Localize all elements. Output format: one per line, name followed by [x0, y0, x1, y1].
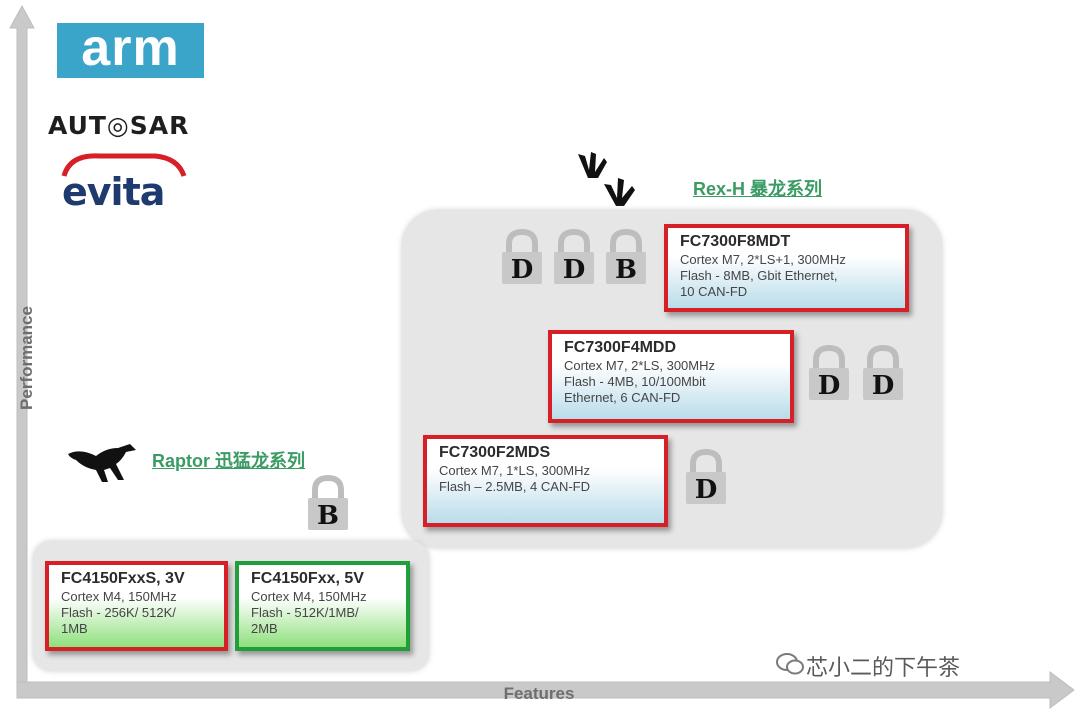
watermark-text: 芯小二的下午茶: [806, 656, 961, 681]
lock-icon: B: [305, 474, 351, 532]
y-axis-arrow: [9, 4, 35, 693]
raptor-series-title: Raptor 迅猛龙系列: [152, 451, 305, 471]
chip-description: Cortex M7, 1*LS, 300MHz Flash – 2.5MB, 4…: [439, 463, 591, 494]
chip-card-fc7300f4mdd: FC7300F4MDD Cortex M7, 2*LS, 300MHz Flas…: [548, 330, 794, 423]
evita-logo-arc-icon: [61, 153, 187, 177]
rex-series-title: Rex-H 暴龙系列: [693, 179, 823, 199]
chip-part-number: FC7300F2MDS: [439, 444, 551, 461]
svg-text:D: D: [563, 255, 586, 285]
chip-description: Cortex M4, 150MHz Flash - 512K/1MB/ 2MB: [251, 589, 367, 636]
dinosaur-footprints-icon: [578, 152, 635, 206]
y-axis-label: Performance: [17, 306, 36, 410]
chip-description: Cortex M7, 2*LS, 300MHz Flash - 4MB, 10/…: [564, 358, 716, 405]
lock-icon: B: [603, 228, 649, 286]
chip-part-number: FC4150Fxx, 5V: [251, 570, 364, 587]
raptor-dinosaur-icon: [68, 444, 136, 482]
svg-text:D: D: [695, 475, 718, 505]
lock-icon: D: [683, 448, 729, 506]
chip-part-number: FC7300F4MDD: [564, 339, 677, 356]
chip-card-fc4150fxx: FC4150Fxx, 5V Cortex M4, 150MHz Flash - …: [235, 561, 410, 651]
lock-icon: D: [551, 228, 597, 286]
chip-part-number: FC7300F8MDT: [680, 233, 791, 250]
evita-logo: evita: [62, 170, 165, 214]
arm-logo: arm: [57, 22, 204, 78]
chip-part-number: FC4150FxxS, 3V: [61, 570, 185, 587]
svg-text:D: D: [818, 371, 841, 401]
wechat-icon: [776, 653, 804, 675]
chip-description: Cortex M7, 2*LS+1, 300MHz Flash - 8MB, G…: [680, 252, 846, 299]
chip-card-fc4150fxxs: FC4150FxxS, 3V Cortex M4, 150MHz Flash -…: [45, 561, 228, 651]
x-axis-label: Features: [503, 684, 575, 703]
svg-text:D: D: [872, 371, 895, 401]
svg-text:B: B: [317, 501, 339, 531]
chip-card-fc7300f8mdt: FC7300F8MDT Cortex M7, 2*LS+1, 300MHz Fl…: [664, 224, 909, 312]
autosar-logo: AUT◎SAR: [48, 111, 190, 140]
lock-icon: D: [499, 228, 545, 286]
svg-text:B: B: [615, 255, 637, 285]
x-axis-arrow: [16, 671, 1075, 709]
svg-text:D: D: [511, 255, 534, 285]
chip-card-fc7300f2mds: FC7300F2MDS Cortex M7, 1*LS, 300MHz Flas…: [423, 435, 668, 527]
lock-icon: D: [806, 344, 852, 402]
chip-description: Cortex M4, 150MHz Flash - 256K/ 512K/ 1M…: [61, 589, 177, 636]
lock-icon: D: [860, 344, 906, 402]
